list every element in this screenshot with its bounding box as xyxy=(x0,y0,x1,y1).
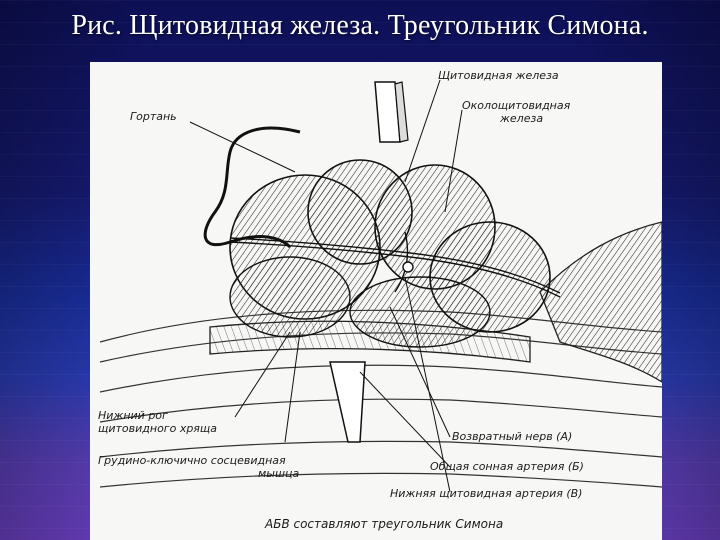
inferior-thyroid-artery xyxy=(394,231,414,293)
label-common-carotid: Общая сонная артерия (Б) xyxy=(430,460,584,473)
label-parathyroid-2: железа xyxy=(500,112,544,125)
label-lower-horn-2: щитовидного хряща xyxy=(98,422,218,435)
label-parathyroid-1: Околощитовидная xyxy=(462,99,571,112)
thyroid-gland xyxy=(229,159,551,348)
label-larynx: Гортань xyxy=(130,110,177,123)
common-carotid-artery xyxy=(329,361,366,443)
label-scm-2: мышца xyxy=(258,467,300,480)
thyroid-illustration xyxy=(99,79,662,493)
label-recurrent-nerve: Возвратный нерв (А) xyxy=(452,430,573,443)
retracted-tissue xyxy=(539,221,662,383)
slide-title: Рис. Щитовидная железа. Треугольник Симо… xyxy=(71,10,649,41)
retractor-instrument xyxy=(374,81,409,143)
anatomical-figure: Гортань Щитовидная железа Околощитовидна… xyxy=(90,62,662,540)
label-scm-1: Грудино-ключично сосцевидная xyxy=(98,454,286,467)
label-thyroid: Щитовидная железа xyxy=(438,69,559,82)
larynx-wire xyxy=(203,126,301,249)
label-lower-horn-1: Нижний рог xyxy=(98,409,168,422)
recurrent-nerve xyxy=(229,237,561,298)
figure-caption: АБВ составляют треугольник Симона xyxy=(265,517,504,531)
label-leader-lines xyxy=(189,79,463,493)
label-inferior-thyroid: Нижняя щитовидная артерия (В) xyxy=(390,487,583,500)
